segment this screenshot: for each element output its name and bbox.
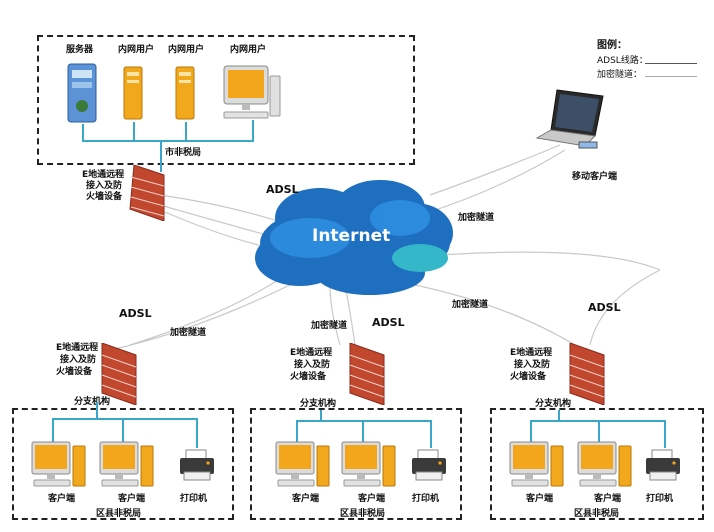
hq-firewall-label-1: E地通远程: [82, 170, 125, 180]
desktop-computer-icon: [99, 441, 154, 487]
county-office-label: 区县非税局: [96, 509, 142, 519]
desktop-computer-icon: [577, 441, 632, 487]
hq-wire-drop: [133, 122, 135, 140]
printer-label: 打印机: [412, 494, 440, 504]
adsl-label-left: ADSL: [119, 307, 152, 320]
firewall-icon: [129, 165, 165, 221]
desktop-computer-icon: [31, 441, 86, 487]
hq-wire-drop: [82, 124, 84, 140]
legend-adsl-label: ADSL线路：: [597, 56, 648, 66]
hq-wire-drop: [185, 122, 187, 140]
client-label-2: 客户端: [358, 494, 386, 504]
printer-icon: [412, 449, 446, 481]
client-label-2: 客户端: [594, 494, 622, 504]
hq-firewall-label-2: 接入及防: [86, 181, 123, 191]
branch-wire-uplink: [320, 410, 322, 420]
vpn-label-mid: 加密隧道: [311, 321, 348, 331]
vpn-label-left: 加密隧道: [170, 328, 207, 338]
adsl-label-right: ADSL: [588, 301, 621, 314]
client-label-1: 客户端: [526, 494, 554, 504]
branch-firewall-label-3: 火墙设备: [510, 372, 547, 382]
branch-label: 分支机构: [74, 397, 111, 407]
branch-firewall-label-3: 火墙设备: [290, 372, 327, 382]
legend-title: 图例：: [597, 40, 627, 51]
laptop-icon: [535, 89, 604, 149]
branch-wire-drop: [362, 420, 364, 442]
firewall-icon: [569, 343, 605, 405]
legend-adsl-line: [645, 63, 697, 64]
internet-label: Internet: [312, 226, 391, 246]
branch-wire-drop: [598, 420, 600, 442]
printer-label: 打印机: [646, 494, 674, 504]
branch-wire-drop: [296, 420, 298, 442]
hq-firewall-label-3: 火墙设备: [86, 192, 123, 202]
printer-icon: [646, 449, 680, 481]
vpn-label-right: 加密隧道: [452, 300, 489, 310]
hq-office-label: 市非税局: [165, 148, 202, 158]
branch-wire-uplink: [96, 402, 98, 418]
user-label-2: 内网用户: [168, 45, 205, 55]
branch-network-box: [250, 408, 462, 520]
mobile-client-label: 移动客户端: [572, 172, 618, 182]
branch-firewall-label-3: 火墙设备: [56, 367, 93, 377]
firewall-icon: [349, 343, 385, 405]
printer-label: 打印机: [180, 494, 208, 504]
printer-icon: [180, 449, 214, 481]
branch-wire-drop: [122, 418, 124, 442]
internet-cloud-icon: [255, 180, 453, 295]
branch-firewall-label-2: 接入及防: [514, 360, 551, 370]
branch-wire-drop: [530, 420, 532, 442]
branch-wire-bus: [52, 418, 198, 420]
hq-network-box: [37, 35, 415, 165]
user-label-1: 内网用户: [118, 45, 155, 55]
hq-wire-uplink: [160, 142, 162, 172]
branch-firewall-label-1: E地通远程: [290, 348, 333, 358]
desktop-computer-icon: [275, 441, 330, 487]
branch-label: 分支机构: [300, 399, 337, 409]
client-label-1: 客户端: [48, 494, 76, 504]
firewall-icon: [101, 343, 137, 405]
hq-wire-bus: [82, 140, 254, 142]
branch-label: 分支机构: [535, 399, 572, 409]
branch-wire-drop: [52, 418, 54, 442]
branch-firewall-label-1: E地通远程: [510, 348, 553, 358]
desktop-computer-icon: [341, 441, 396, 487]
adsl-label-mid: ADSL: [372, 316, 405, 329]
client-label-1: 客户端: [292, 494, 320, 504]
county-office-label: 区县非税局: [340, 509, 386, 519]
branch-wire-drop: [196, 418, 198, 448]
branch-firewall-label-1: E地通远程: [56, 343, 99, 353]
branch-firewall-label-2: 接入及防: [60, 355, 97, 365]
server-icon: [67, 63, 97, 123]
vpn-label-mobile: 加密隧道: [458, 213, 495, 223]
desktop-computer-icon: [509, 441, 564, 487]
pc-tower-icon: [123, 66, 143, 120]
branch-firewall-label-2: 接入及防: [294, 360, 331, 370]
server-label: 服务器: [66, 45, 94, 55]
desktop-computer-icon: [223, 65, 281, 119]
county-office-label: 区县非税局: [574, 509, 620, 519]
branch-wire-drop: [664, 420, 666, 448]
legend-vpn-line: [645, 76, 697, 77]
adsl-label-hq: ADSL: [266, 183, 299, 196]
hq-wire-drop: [252, 120, 254, 140]
client-label-2: 客户端: [118, 494, 146, 504]
legend-vpn-label: 加密隧道：: [597, 70, 643, 80]
user-label-3: 内网用户: [230, 45, 267, 55]
branch-wire-drop: [430, 420, 432, 448]
pc-tower-icon: [175, 66, 195, 120]
branch-network-box: [490, 408, 704, 520]
branch-network-box: [12, 408, 234, 520]
branch-wire-uplink: [558, 410, 560, 420]
branch-wire-bus: [296, 420, 432, 422]
